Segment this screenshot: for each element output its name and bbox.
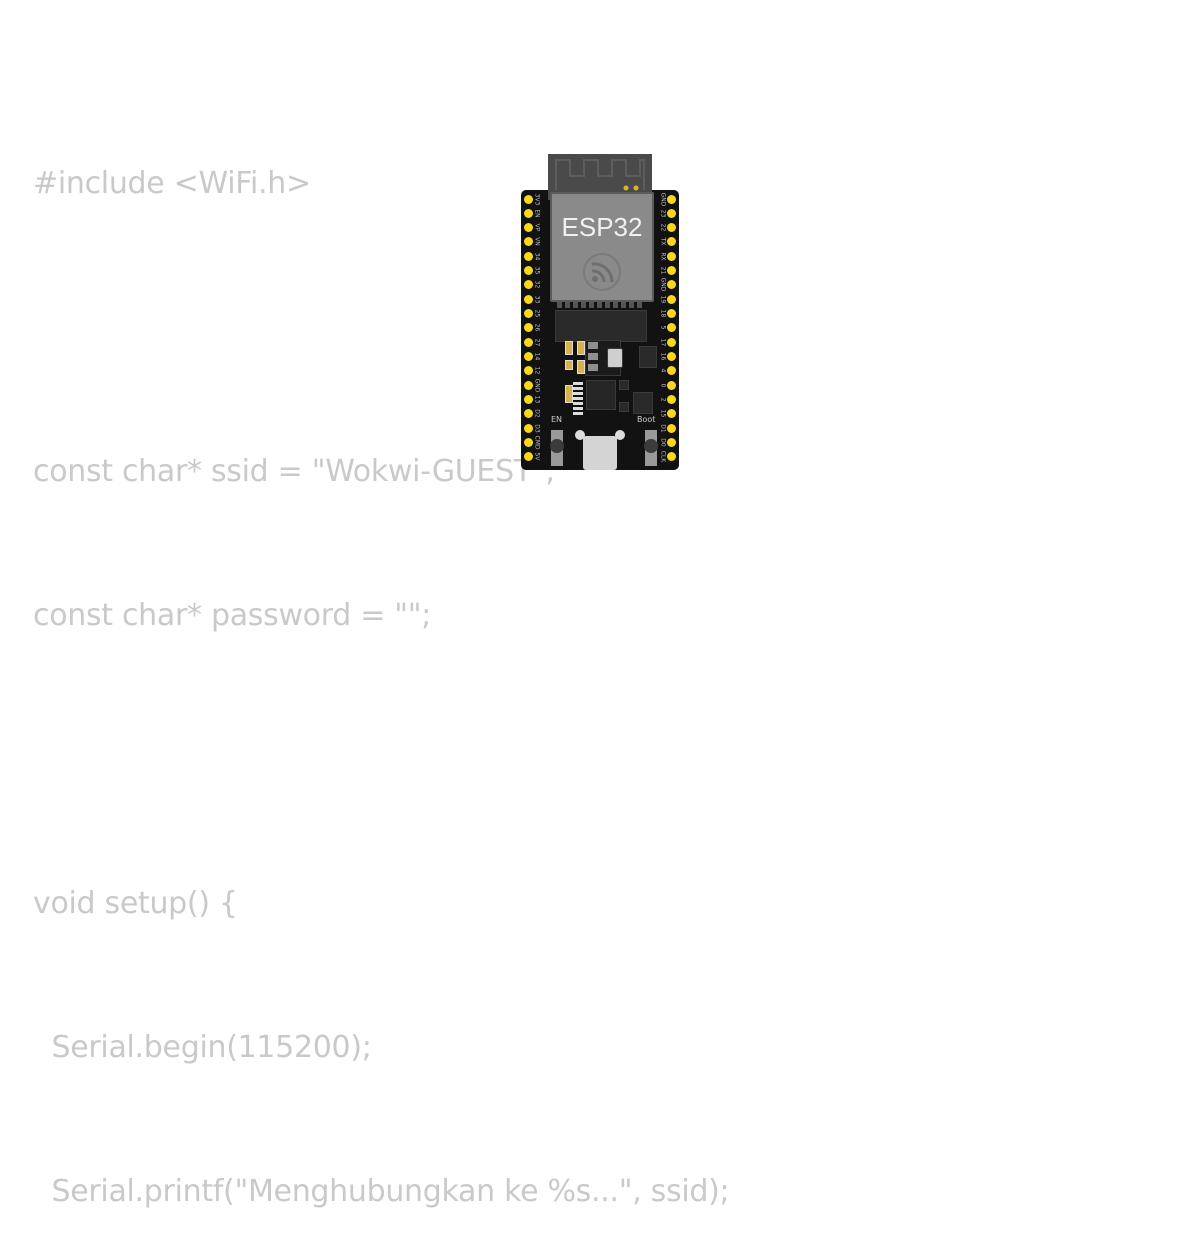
regulator-pin	[588, 342, 598, 349]
pin-rx[interactable]	[667, 252, 676, 261]
code-line: void setup() {	[33, 886, 238, 921]
pin-0[interactable]	[667, 381, 676, 390]
pin-label: CLK	[659, 450, 667, 463]
esp32-module: ESP32	[550, 192, 654, 302]
module-pads	[557, 302, 643, 308]
pin-vn[interactable]	[524, 237, 533, 246]
smd-capacitor	[565, 341, 573, 355]
espressif-logo-icon	[583, 253, 621, 291]
usb-uart-chip	[586, 380, 616, 410]
pin-d2[interactable]	[524, 409, 533, 418]
pin-17[interactable]	[667, 338, 676, 347]
regulator-pin	[588, 353, 598, 360]
pin-label: TX	[659, 237, 667, 246]
pin-d0[interactable]	[667, 438, 676, 447]
boot-button[interactable]	[644, 439, 658, 453]
micro-usb-port[interactable]	[583, 436, 617, 470]
smd-capacitor	[577, 360, 585, 374]
pin-27[interactable]	[524, 338, 533, 347]
pin-cmd[interactable]	[524, 438, 533, 447]
pin-label: 12	[533, 366, 541, 375]
module-footer	[555, 310, 647, 342]
pin-gnd[interactable]	[524, 381, 533, 390]
usb-mount-hole	[575, 430, 585, 440]
pin-label: 5	[659, 325, 667, 330]
pin-19[interactable]	[667, 295, 676, 304]
en-label: EN	[551, 415, 563, 424]
regulator-pin	[588, 364, 598, 371]
pin-34[interactable]	[524, 252, 533, 261]
led	[619, 402, 629, 412]
pin-25[interactable]	[524, 309, 533, 318]
pin-35[interactable]	[524, 266, 533, 275]
pin-14[interactable]	[524, 352, 533, 361]
pin-label: GND	[659, 277, 667, 292]
pin-vp[interactable]	[524, 223, 533, 232]
smd-resistor	[565, 360, 573, 370]
code-line	[33, 736, 1167, 784]
pin-label: 4	[659, 368, 667, 373]
transistor	[639, 346, 657, 368]
pin-d1[interactable]	[667, 424, 676, 433]
code-line: Serial.printf("Menghubungkan ke %s...", …	[33, 1174, 730, 1209]
pin-2[interactable]	[667, 395, 676, 404]
resistor-array	[573, 382, 583, 416]
pin-12[interactable]	[524, 366, 533, 375]
pin-5v[interactable]	[524, 452, 533, 461]
esp32-board: ESP32 3V3 EN VP VN 34 3	[521, 154, 679, 470]
pin-33[interactable]	[524, 295, 533, 304]
pin-5[interactable]	[667, 323, 676, 332]
code-line: Serial.begin(115200);	[33, 1030, 372, 1065]
smd-capacitor	[565, 385, 573, 403]
pin-label: D2	[533, 409, 541, 418]
pin-15[interactable]	[667, 409, 676, 418]
pin-21[interactable]	[667, 266, 676, 275]
pin-16[interactable]	[667, 352, 676, 361]
pin-32[interactable]	[524, 280, 533, 289]
pin-gnd-2[interactable]	[667, 280, 676, 289]
regulator-tab	[607, 348, 623, 368]
pin-en[interactable]	[524, 209, 533, 218]
pin-label: 15	[659, 409, 667, 418]
pin-clk[interactable]	[667, 452, 676, 461]
code-line: const char* password = "";	[33, 598, 432, 633]
led	[619, 380, 629, 390]
pin-22[interactable]	[667, 223, 676, 232]
smd-capacitor	[577, 341, 585, 355]
usb-mount-hole	[615, 430, 625, 440]
pin-label: 5V	[533, 452, 541, 461]
boot-label: Boot	[637, 415, 656, 424]
pin-label: 26	[533, 323, 541, 332]
en-button[interactable]	[550, 439, 564, 453]
pin-label: 32	[533, 280, 541, 289]
pin-13[interactable]	[524, 395, 533, 404]
module-label: ESP32	[561, 212, 643, 242]
pin-26[interactable]	[524, 323, 533, 332]
transistor	[633, 392, 653, 414]
pin-18[interactable]	[667, 309, 676, 318]
pin-tx[interactable]	[667, 237, 676, 246]
pin-gnd[interactable]	[667, 195, 676, 204]
pin-23[interactable]	[667, 209, 676, 218]
antenna-trace-icon	[555, 159, 645, 191]
pin-label: VN	[533, 237, 541, 246]
pin-4[interactable]	[667, 366, 676, 375]
pin-3v3[interactable]	[524, 195, 533, 204]
code-line: const char* ssid = "Wokwi-GUEST";	[33, 454, 556, 489]
code-line: #include <WiFi.h>	[33, 166, 311, 201]
pin-d3[interactable]	[524, 424, 533, 433]
